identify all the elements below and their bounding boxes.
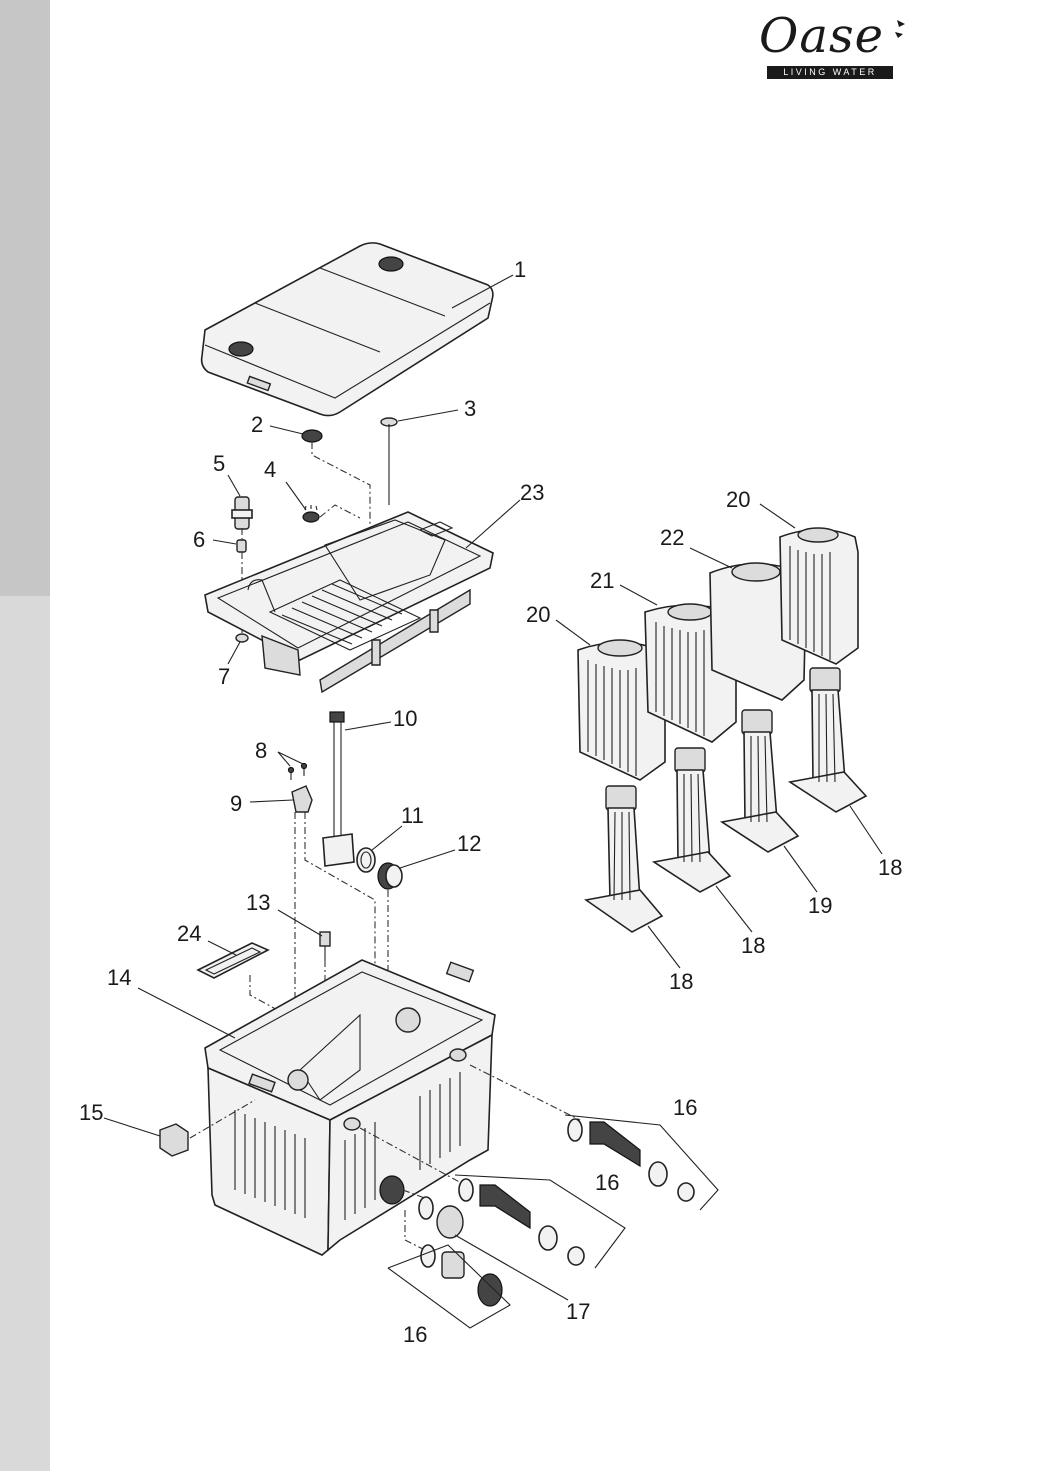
part-clip bbox=[159, 1123, 189, 1157]
filter-sponge-20-left bbox=[577, 639, 666, 781]
brand-logo: Oase LIVING WATER bbox=[755, 8, 915, 82]
part-ring bbox=[356, 847, 376, 873]
water-drops-icon bbox=[895, 20, 905, 38]
callout-22: 22 bbox=[660, 525, 684, 550]
part-seal bbox=[235, 633, 249, 643]
part-screws bbox=[287, 762, 308, 780]
callout-5: 5 bbox=[213, 451, 225, 476]
callout-6: 6 bbox=[193, 527, 205, 552]
callout-8: 8 bbox=[255, 738, 267, 763]
brush-holder-18-middle bbox=[651, 747, 732, 893]
brush-holder-18-front bbox=[583, 785, 664, 933]
part-connector bbox=[231, 496, 253, 530]
callout-15: 15 bbox=[79, 1100, 103, 1125]
part-lid bbox=[200, 242, 494, 417]
callout-11: 11 bbox=[401, 803, 424, 828]
part-holder bbox=[291, 785, 313, 813]
filter-sponge-20-right bbox=[779, 527, 859, 665]
brand-name: Oase bbox=[759, 8, 885, 64]
callout-18-front: 18 bbox=[669, 969, 693, 994]
part-grommet bbox=[301, 429, 323, 443]
brush-holder-19 bbox=[719, 709, 800, 853]
callout-10: 10 bbox=[393, 706, 417, 731]
brand-tagline: LIVING WATER bbox=[767, 66, 893, 79]
fitting-set-middle bbox=[454, 1174, 626, 1269]
callout-20-right: 20 bbox=[726, 487, 750, 512]
callout-16-middle: 16 bbox=[595, 1170, 619, 1195]
callout-14: 14 bbox=[107, 965, 131, 990]
fitting-union-nut bbox=[418, 1196, 464, 1239]
side-tab-upper bbox=[0, 0, 50, 596]
part-spigot bbox=[319, 931, 331, 960]
callout-24: 24 bbox=[177, 921, 201, 946]
part-inner-tray bbox=[204, 511, 494, 694]
callout-17: 17 bbox=[566, 1299, 590, 1324]
callout-13: 13 bbox=[246, 890, 270, 915]
callout-3: 3 bbox=[464, 396, 476, 421]
callout-7: 7 bbox=[218, 664, 230, 689]
part-main-box bbox=[204, 959, 496, 1256]
fitting-set-lower bbox=[387, 1244, 511, 1329]
callout-9: 9 bbox=[230, 791, 242, 816]
callout-labels: 1 2 3 4 5 6 7 8 9 10 11 12 13 14 15 16 1… bbox=[79, 257, 902, 1347]
brush-holder-18-back bbox=[787, 667, 868, 813]
callout-19: 19 bbox=[808, 893, 832, 918]
callout-16-upper: 16 bbox=[673, 1095, 697, 1120]
leader-lines bbox=[103, 274, 883, 1301]
callout-16-lower: 16 bbox=[403, 1322, 427, 1347]
part-flange bbox=[377, 862, 403, 890]
callout-2: 2 bbox=[251, 412, 263, 437]
part-frame bbox=[196, 942, 270, 979]
part-pin-long bbox=[380, 417, 398, 505]
callout-12: 12 bbox=[457, 831, 481, 856]
side-tab-lower bbox=[0, 596, 50, 1471]
part-slider bbox=[322, 711, 355, 867]
callout-23: 23 bbox=[520, 480, 544, 505]
callout-18-back: 18 bbox=[878, 855, 902, 880]
callout-4: 4 bbox=[264, 457, 276, 482]
part-coupling bbox=[236, 539, 247, 553]
callout-20-left: 20 bbox=[526, 602, 550, 627]
part-valve bbox=[302, 505, 320, 523]
callout-1: 1 bbox=[514, 257, 526, 282]
fitting-set-upper bbox=[564, 1114, 719, 1211]
callout-18-middle: 18 bbox=[741, 933, 765, 958]
callout-21: 21 bbox=[590, 568, 614, 593]
